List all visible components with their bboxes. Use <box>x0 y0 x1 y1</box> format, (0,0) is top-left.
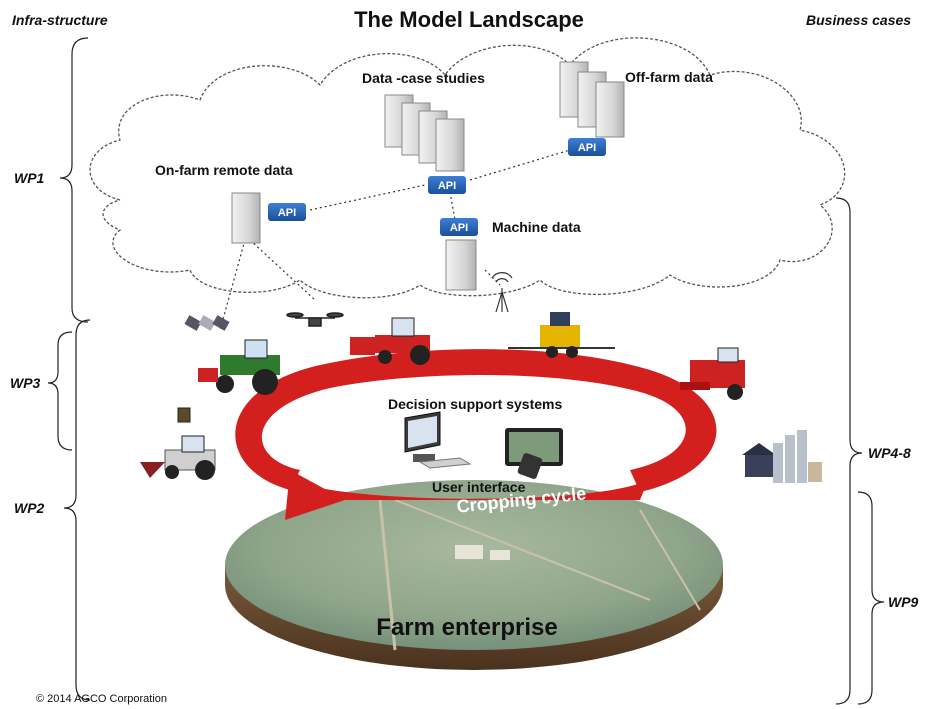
copyright-text: © 2014 AGCO Corporation <box>36 693 167 705</box>
svg-text:API: API <box>578 142 596 154</box>
api-badge-off-farm: API <box>568 138 606 156</box>
page-title: The Model Landscape <box>354 7 584 32</box>
brace-wp2 <box>63 319 91 701</box>
satellite-icon <box>184 315 230 331</box>
label-on-farm-remote-data: On-farm remote data <box>155 162 293 178</box>
cropping-cycle-arrow <box>235 349 717 520</box>
wp2-label: WP2 <box>14 500 45 516</box>
left-header: Infra-structure <box>12 12 108 28</box>
label-data-case-studies: Data -case studies <box>362 70 485 86</box>
svg-text:API: API <box>438 180 456 192</box>
off-farm-servers-icon <box>559 61 625 138</box>
machine-data-server-icon <box>445 239 477 291</box>
brace-wp1 <box>59 37 89 323</box>
tablet-icon <box>505 428 563 479</box>
tractor-green-icon <box>198 339 280 395</box>
api-badge-data-case: API <box>428 176 466 194</box>
user-interface-label: User interface <box>432 479 526 495</box>
data-cloud <box>89 37 846 299</box>
antenna-icon <box>491 272 513 313</box>
decision-support-label: Decision support systems <box>388 396 562 412</box>
sensor-icon <box>177 407 191 423</box>
combine-harvester-icon <box>680 347 745 400</box>
svg-text:API: API <box>450 222 468 234</box>
svg-text:API: API <box>278 207 296 219</box>
sprayer-icon <box>508 312 615 358</box>
tractor-plough-icon <box>140 435 216 480</box>
farm-enterprise-label: Farm enterprise <box>376 614 557 641</box>
brace-wp48 <box>835 197 863 705</box>
label-machine-data: Machine data <box>492 219 581 235</box>
brace-wp3 <box>47 331 73 451</box>
tractor-spreader-icon <box>350 317 430 365</box>
brace-wp9 <box>857 491 885 705</box>
drone-icon <box>286 312 344 327</box>
data-case-studies-servers-icon <box>384 94 465 172</box>
wp9-label: WP9 <box>888 594 919 610</box>
right-header: Business cases <box>806 12 911 28</box>
desktop-computer-icon <box>404 411 472 469</box>
on-farm-server-icon <box>231 192 261 244</box>
wp3-label: WP3 <box>10 375 41 391</box>
farm-field-disc <box>225 480 723 670</box>
farm-buildings-icon <box>742 430 822 483</box>
api-badge-on-farm: API <box>268 203 306 221</box>
label-off-farm-data: Off-farm data <box>625 69 713 85</box>
wp48-label: WP4-8 <box>868 445 911 461</box>
api-badge-machine: API <box>440 218 478 236</box>
wp1-label: WP1 <box>14 170 45 186</box>
